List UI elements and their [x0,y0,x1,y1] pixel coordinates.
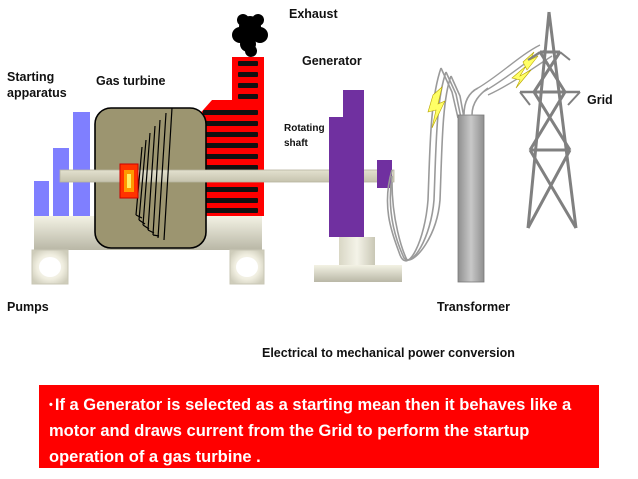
bullet-icon: • [49,399,53,411]
info-callout: •If a Generator is selected as a startin… [39,385,599,468]
callout-text: If a Generator is selected as a starting… [49,396,572,466]
label-generator: Generator [302,54,362,68]
label-rotating-shaft: Rotating shaft [284,123,325,149]
lightning-bolt-right [511,51,539,89]
label-transformer: Transformer [437,300,510,314]
exhaust-smoke [232,14,268,57]
transmission-tower [519,11,581,229]
cables [386,67,465,262]
label-starting-apparatus: Starting apparatus [7,70,67,100]
label-gas-turbine: Gas turbine [96,74,166,88]
pump-right [229,249,265,285]
label-grid: Grid [587,93,613,107]
transformer [457,87,489,283]
starting-apparatus [34,112,90,217]
lightning-bolt-left [427,86,446,129]
turbine-blades [135,107,173,241]
combustor [119,163,139,199]
generator [314,90,402,282]
diagram-caption: Electrical to mechanical power conversio… [262,346,515,360]
label-pumps: Pumps [7,300,49,314]
label-exhaust: Exhaust [289,7,338,21]
exhaust-stack [196,57,264,216]
pump-left [31,249,69,285]
